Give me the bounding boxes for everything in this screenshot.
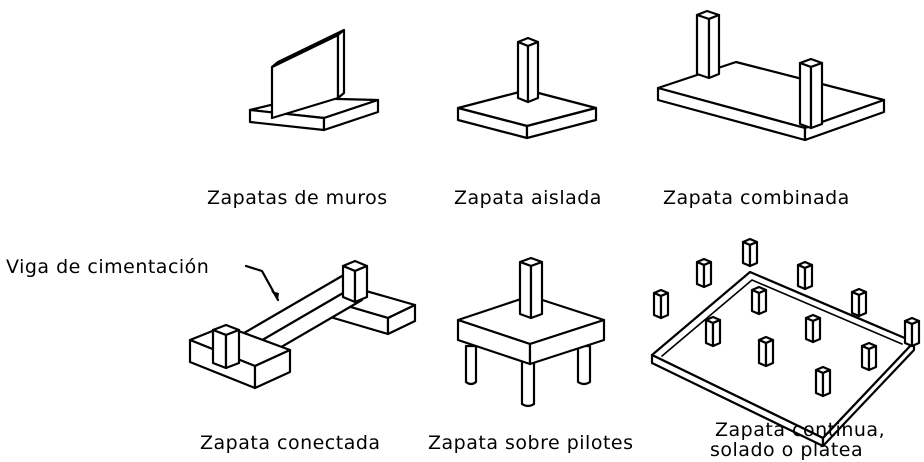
connected-footing-figure bbox=[188, 259, 417, 390]
pile-footing-figure bbox=[456, 256, 606, 408]
combined-footing-figure bbox=[656, 9, 886, 142]
label-combined-footing: Zapata combinada bbox=[663, 187, 850, 209]
label-pile-footing: Zapata sobre pilotes bbox=[428, 432, 634, 454]
label-wall-footing: Zapatas de muros bbox=[207, 187, 388, 209]
label-connected-footing: Zapata conectada bbox=[200, 432, 381, 454]
wall-footing-figure bbox=[248, 28, 380, 132]
label-foundation-beam: Viga de cimentación bbox=[6, 256, 210, 278]
label-isolated-footing: Zapata aislada bbox=[454, 187, 602, 209]
label-mat-footing-line2: solado o platea bbox=[710, 439, 864, 461]
foundation-beam-callout-leader bbox=[244, 264, 280, 302]
isolated-footing-figure bbox=[456, 36, 598, 140]
label-mat-footing-line1: Zapata continua, bbox=[715, 419, 886, 441]
mat-footing-figure bbox=[650, 237, 921, 448]
